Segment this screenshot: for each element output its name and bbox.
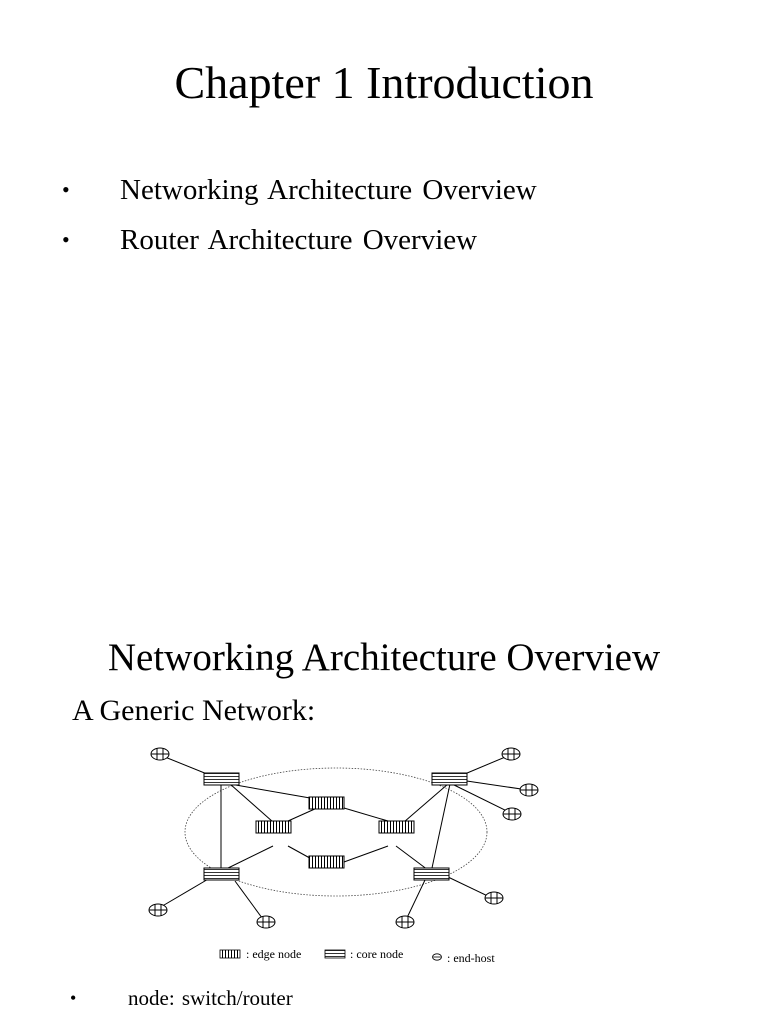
- end-host: [519, 783, 539, 797]
- slide-1-title: Chapter 1 Introduction: [174, 57, 594, 108]
- end-host: [484, 891, 504, 905]
- link: [459, 754, 511, 777]
- link: [431, 783, 451, 869]
- network-links: [158, 754, 529, 923]
- link: [343, 807, 389, 822]
- link: [159, 754, 213, 777]
- end-hosts: [148, 747, 539, 929]
- core-node-top: [308, 796, 345, 810]
- bullet-text: Router Architecture Overview: [120, 224, 478, 256]
- legend-edge-swatch: [219, 949, 241, 959]
- slide-1: Chapter 1 Introduction • Networking Arch…: [62, 57, 594, 256]
- edge-node-top-left: [203, 772, 240, 786]
- bullet-text: node: switch/router: [128, 986, 293, 1010]
- bullet-text: Networking Architecture Overview: [120, 174, 537, 206]
- bullet-symbol: •: [70, 988, 77, 1008]
- link: [229, 783, 274, 823]
- link: [229, 783, 311, 799]
- core-node-right: [378, 820, 415, 834]
- edge-node-bottom-right: [413, 867, 450, 881]
- core-node-left: [255, 820, 292, 834]
- link: [343, 845, 389, 863]
- network-diagram: : edge node : core node : end-host: [148, 747, 539, 965]
- core-nodes: [255, 796, 415, 869]
- slide-2: Networking Architecture Overview A Gener…: [0, 512, 768, 1024]
- legend-core-swatch: [324, 949, 346, 959]
- end-host: [395, 915, 415, 929]
- network-boundary: [184, 767, 488, 897]
- end-host: [148, 903, 168, 917]
- end-host: [256, 915, 276, 929]
- edge-nodes: [203, 772, 468, 881]
- core-node-bottom: [308, 855, 345, 869]
- link: [234, 880, 266, 923]
- legend-host-swatch: [432, 953, 442, 961]
- legend-host-label: : end-host: [447, 951, 495, 965]
- legend: : edge node : core node : end-host: [219, 947, 495, 965]
- bullet-symbol: •: [62, 177, 70, 202]
- legend-core-label: : core node: [350, 947, 403, 961]
- edge-node-top-right: [431, 772, 468, 786]
- edge-node-bottom-left: [203, 867, 240, 881]
- link: [223, 845, 274, 871]
- link: [287, 807, 318, 822]
- bullet-symbol: •: [62, 227, 70, 252]
- legend-edge-label: : edge node: [246, 947, 301, 961]
- link: [404, 879, 426, 923]
- link: [395, 845, 429, 871]
- node-bullet: • node: switch/router: [0, 984, 500, 1014]
- slide-2-title: Networking Architecture Overview: [107, 636, 661, 679]
- link: [158, 877, 211, 909]
- end-host: [150, 747, 170, 761]
- link: [403, 783, 449, 823]
- end-host: [502, 807, 522, 821]
- link: [449, 782, 512, 814]
- end-host: [501, 747, 521, 761]
- slide-2-subtitle: A Generic Network:: [72, 694, 316, 727]
- link: [459, 779, 529, 791]
